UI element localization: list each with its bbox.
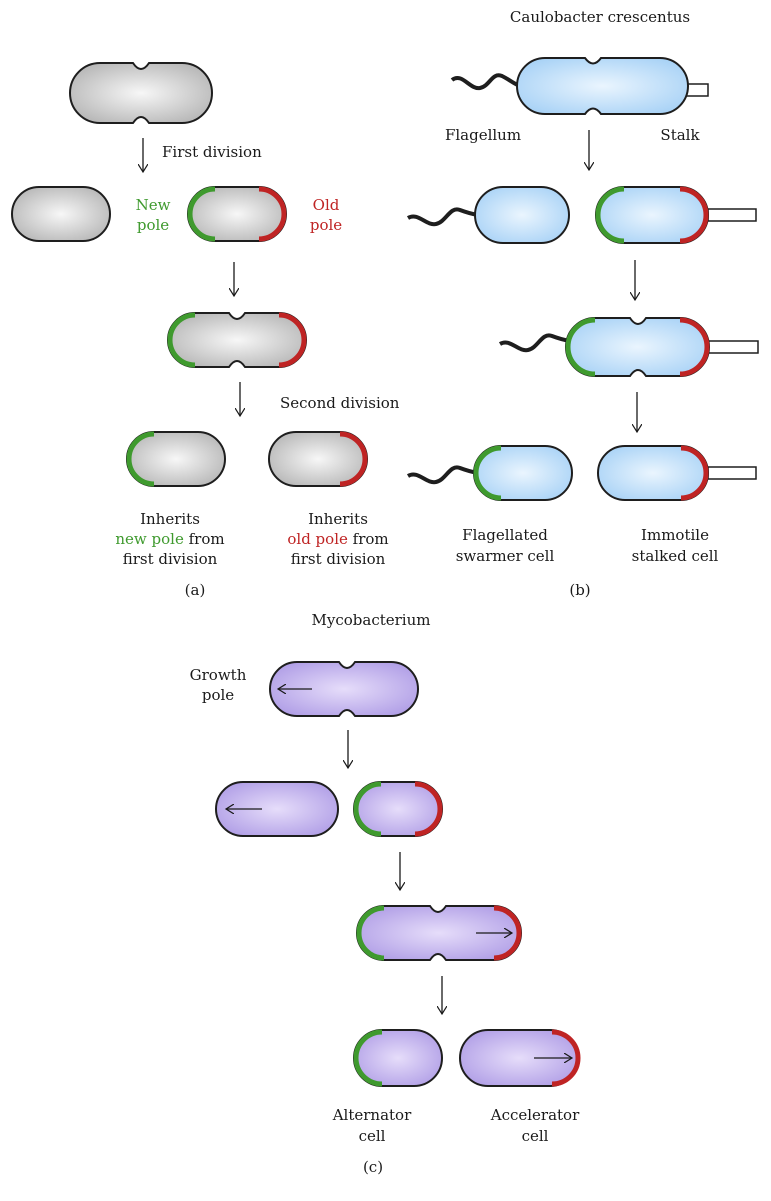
right-inherit-label: Inherits — [308, 510, 368, 528]
new-pole-text: new pole — [115, 530, 184, 548]
flagellum — [498, 333, 571, 353]
alternator-label: Alternator — [332, 1106, 412, 1124]
accelerator-label: Accelerator — [490, 1106, 580, 1124]
stalk — [707, 466, 757, 480]
stalk — [707, 208, 757, 222]
panel-b-title: Caulobacter crescentus — [510, 8, 690, 26]
flagellum — [406, 207, 479, 227]
flagellum — [406, 465, 479, 485]
left-inherit-label: first division — [123, 550, 218, 568]
new-pole-cap — [356, 905, 385, 961]
panel-b: Caulobacter crescentus Flagellum Stalk — [406, 8, 759, 599]
old-pole-label: pole — [310, 216, 342, 234]
old-pole-text: old pole — [287, 530, 348, 548]
flagellum — [450, 73, 521, 91]
from-text: from — [348, 530, 389, 548]
panel-c: Mycobacterium Growth pole Alternator cel… — [190, 611, 581, 1176]
dividing-cell-blue — [565, 317, 710, 377]
dividing-cell-gray — [167, 312, 307, 368]
right-inherit-label: old pole from — [287, 530, 388, 548]
first-division-label: First division — [162, 143, 262, 161]
old-pole-cap — [493, 905, 522, 961]
new-pole-cap — [595, 186, 625, 244]
old-pole-cap — [679, 186, 709, 244]
new-pole-cap — [167, 312, 196, 368]
panel-b-label: (b) — [569, 581, 590, 599]
stalked-cell-blue — [595, 186, 709, 244]
dividing-cell-purple — [269, 661, 419, 717]
left-inherit-label: Inherits — [140, 510, 200, 528]
flagellum-label: Flagellum — [445, 126, 521, 144]
growth-pole-label: pole — [202, 686, 234, 704]
old-pole-cap — [551, 1029, 581, 1087]
swarmer-cell-blue — [474, 186, 570, 244]
right-inherit-label: first division — [291, 550, 386, 568]
old-pole-cap — [680, 445, 709, 501]
panel-a-label: (a) — [185, 581, 206, 599]
new-pole-label: pole — [137, 216, 169, 234]
dividing-cell-blue — [516, 57, 689, 115]
new-pole-cap — [187, 186, 216, 242]
old-pole-cap — [278, 312, 307, 368]
left-inherit-label: new pole from — [115, 530, 224, 548]
stalked-cell-blue — [597, 445, 709, 501]
new-pole-cap — [473, 445, 502, 501]
panel-a: First division New pole Old pole Second … — [11, 62, 400, 599]
daughter-cell-purple — [215, 781, 339, 837]
new-pole-label: New — [136, 196, 171, 214]
swarmer-label: swarmer cell — [456, 547, 555, 565]
old-pole-label: Old — [313, 196, 340, 214]
second-division-label: Second division — [280, 394, 400, 412]
alternator-label: cell — [359, 1127, 386, 1145]
panel-c-label: (c) — [363, 1158, 383, 1176]
old-pole-cap — [414, 781, 443, 837]
from-text: from — [184, 530, 225, 548]
stalk — [707, 340, 759, 354]
stalk-label: Stalk — [660, 126, 700, 144]
new-pole-cap — [353, 781, 382, 837]
old-pole-cap — [258, 186, 287, 242]
old-pole-cap — [339, 431, 368, 487]
daughter-cell-gray — [11, 186, 111, 242]
stalked-label: Immotile — [641, 526, 709, 544]
new-pole-cap — [126, 431, 155, 487]
stalked-label: stalked cell — [632, 547, 719, 565]
new-pole-cap — [353, 1029, 383, 1087]
panel-c-title: Mycobacterium — [312, 611, 431, 629]
swarmer-label: Flagellated — [462, 526, 548, 544]
old-pole-cap — [679, 317, 710, 377]
new-pole-cap — [565, 317, 596, 377]
accelerator-label: cell — [522, 1127, 549, 1145]
growth-pole-label: Growth — [190, 666, 247, 684]
dividing-cell-gray — [69, 62, 213, 124]
